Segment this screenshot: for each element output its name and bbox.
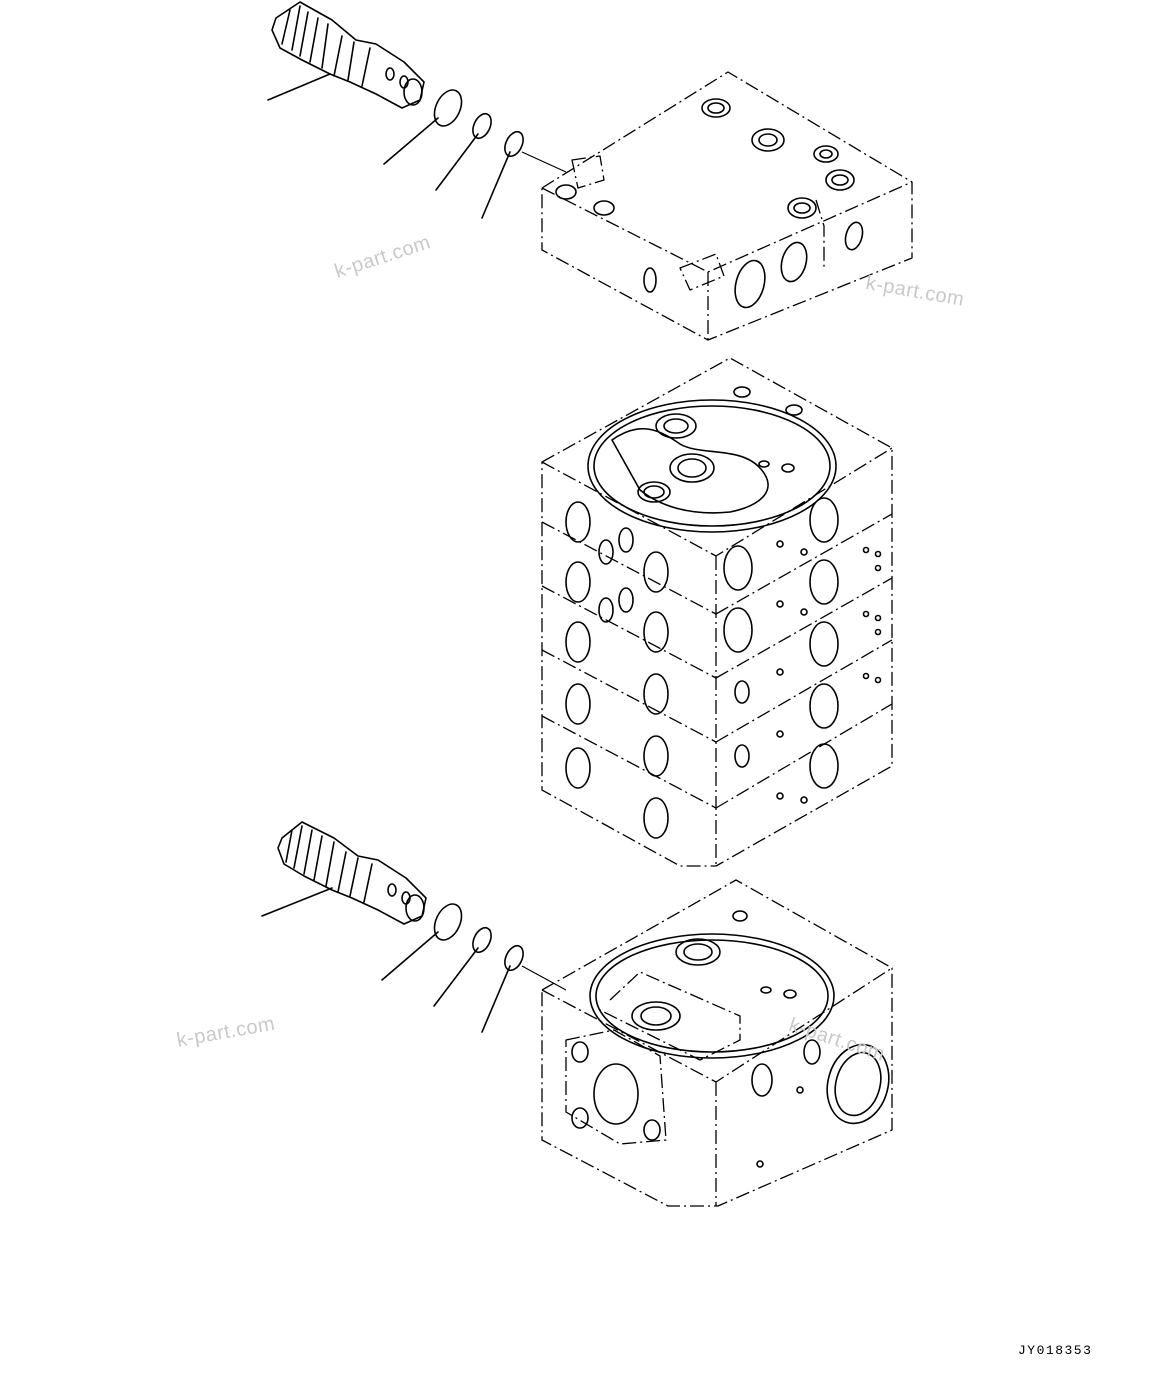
o-rings-top	[383, 89, 567, 219]
valve-block-bottom	[541, 879, 893, 1207]
relief-valve-top	[267, 1, 425, 109]
o-rings-bottom	[381, 903, 567, 1033]
valve-block-top	[541, 71, 913, 341]
figure-code: JY018353	[1018, 1343, 1093, 1358]
relief-valve-bottom	[261, 821, 427, 925]
valve-section-stack	[541, 357, 893, 867]
